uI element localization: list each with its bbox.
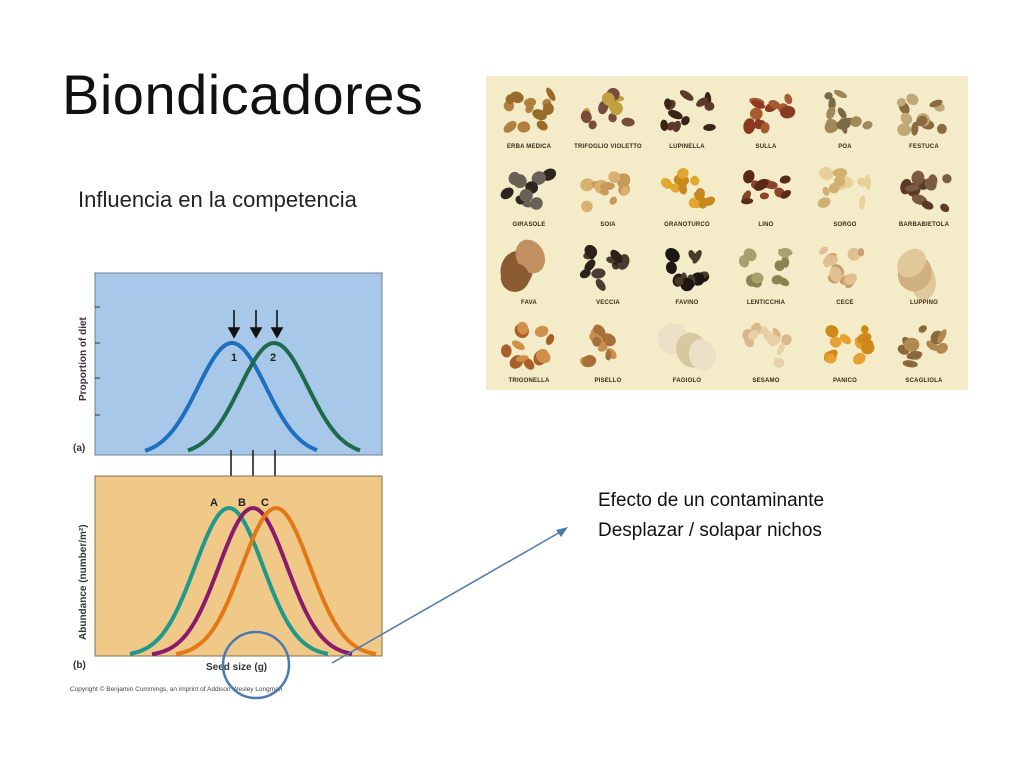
- seed-label: FAVA: [521, 300, 537, 306]
- seed-pile-image: [500, 168, 557, 210]
- seed-cell: LENTICCHIA: [726, 234, 806, 312]
- seed-cell: PANICO: [805, 312, 885, 390]
- curve-label-A: A: [210, 497, 218, 509]
- pointer-arrows: [227, 310, 284, 339]
- seed-label: TRIFOGLIO VIOLETTO: [574, 144, 642, 150]
- seed-cell: SULLA: [726, 78, 806, 156]
- seed-label: SORGO: [833, 222, 857, 228]
- seed-pile-image: [897, 248, 936, 301]
- seed-pile-image: [896, 93, 947, 137]
- seed-cell: SOIA: [568, 156, 648, 234]
- curve-label-2: 2: [270, 352, 276, 364]
- seed-cell: GRANOTURCO: [647, 156, 727, 234]
- seed-cell: LINO: [726, 156, 806, 234]
- curve-species-2: [187, 340, 361, 453]
- seed-pile-image: [824, 89, 873, 134]
- seed-pile-image: [823, 325, 875, 365]
- seed-pile-image: [742, 322, 792, 368]
- seed-cell: SORGO: [805, 156, 885, 234]
- seed-pile-image: [738, 247, 793, 288]
- curve-species-B: [151, 506, 353, 657]
- seed-pile-image: [580, 324, 617, 368]
- seed-cell: TRIFOGLIO VIOLETTO: [568, 78, 648, 156]
- seed-pile-image: [580, 87, 635, 130]
- seed-cell: LUPINELLA: [647, 78, 727, 156]
- seed-label: LUPINELLA: [669, 144, 705, 150]
- seed-pile-image: [897, 325, 948, 368]
- seed-label: FAGIOLO: [672, 378, 702, 384]
- seed-pile-image: [660, 90, 716, 133]
- note-line-1: Efecto de un contaminante: [598, 490, 825, 511]
- seed-cell: POA: [805, 78, 885, 156]
- seed-cell: FESTUCA: [884, 78, 964, 156]
- figure-copyright: Copyright © Benjamin Cummings, an imprin…: [70, 685, 283, 693]
- curve-label-B: B: [238, 497, 246, 509]
- seed-label: POA: [838, 144, 852, 150]
- panel-b-ylabel: Abundance (number/m²): [78, 524, 89, 640]
- seed-pile-image: [579, 244, 630, 291]
- seed-label: PANICO: [832, 378, 858, 384]
- seed-pile-image: [500, 321, 555, 370]
- seed-label: SOIA: [600, 222, 616, 228]
- seed-label: TRIGONELLA: [508, 378, 550, 384]
- seed-label: VECCIA: [596, 300, 620, 306]
- seed-pile-image: [580, 171, 631, 213]
- seed-label: GIRASOLE: [512, 222, 546, 228]
- seed-pile-image: [819, 246, 865, 289]
- seed-cell: FAGIOLO: [647, 312, 727, 390]
- seed-cell: SCAGLIOLA: [884, 312, 964, 390]
- seed-cell: LUPPINO: [884, 234, 964, 312]
- seed-pile-image: [503, 87, 556, 133]
- seed-cell: SESAMO: [726, 312, 806, 390]
- panel-a-ticks: [95, 306, 100, 416]
- seed-cell: TRIGONELLA: [489, 312, 569, 390]
- seed-label: LUPPINO: [909, 300, 939, 306]
- seed-cell: PISELLO: [568, 312, 648, 390]
- seed-cell: CECE: [805, 234, 885, 312]
- curve-species-1: [144, 341, 318, 453]
- slide-subtitle: Influencia en la competencia: [78, 187, 357, 212]
- panel-a-ylabel: Proportion of diet: [78, 316, 89, 401]
- curve-species-A: [129, 506, 329, 656]
- seed-label: LINO: [758, 222, 774, 228]
- seed-label: FAVINO: [675, 300, 699, 306]
- seed-pile-image: [817, 166, 871, 210]
- seed-label: SESAMO: [752, 378, 780, 384]
- curve-label-1: 1: [231, 352, 237, 364]
- seed-cell: BARBABIETOLA: [884, 156, 964, 234]
- seed-label: BARBABIETOLA: [898, 222, 950, 228]
- seed-pile-image: [743, 93, 796, 134]
- seed-pile-image: [660, 168, 716, 209]
- seed-label: CECE: [836, 300, 854, 306]
- seed-cell: VECCIA: [568, 234, 648, 312]
- seed-label: ERBA MEDICA: [506, 144, 552, 150]
- seed-cell: ERBA MEDICA: [489, 78, 569, 156]
- slide-title: Biondicadores: [62, 63, 424, 126]
- seed-pile-image: [665, 247, 710, 292]
- seed-label: LENTICCHIA: [746, 300, 786, 306]
- seed-label: FESTUCA: [909, 144, 939, 150]
- seed-label: SCAGLIOLA: [905, 378, 943, 384]
- panel-a-background: [94, 272, 383, 456]
- notes-text: Efecto de un contaminante Desplazar / so…: [598, 486, 824, 546]
- seed-cell: FAVA: [489, 234, 569, 312]
- seed-pile-image: [900, 170, 952, 213]
- seed-pile-image: [500, 239, 546, 292]
- panel-b-tag: (b): [73, 660, 86, 671]
- seed-label: GRANOTURCO: [664, 222, 710, 228]
- seed-cell: FAVINO: [647, 234, 727, 312]
- seed-cell: GIRASOLE: [489, 156, 569, 234]
- panel-a-tag: (a): [73, 443, 85, 454]
- seed-pile-image: [657, 323, 717, 371]
- seed-pile-image: [741, 169, 791, 205]
- note-line-2: Desplazar / solapar nichos: [598, 520, 822, 541]
- curve-label-C: C: [261, 497, 269, 509]
- seed-photo-grid: ERBA MEDICA TRIFOGLIO VIOLETTO LUPINELLA SU…: [486, 76, 968, 390]
- seed-label: SULLA: [755, 144, 777, 150]
- panel-b-xlabel: Seed size (g): [206, 662, 267, 673]
- seed-label: PISELLO: [594, 378, 622, 384]
